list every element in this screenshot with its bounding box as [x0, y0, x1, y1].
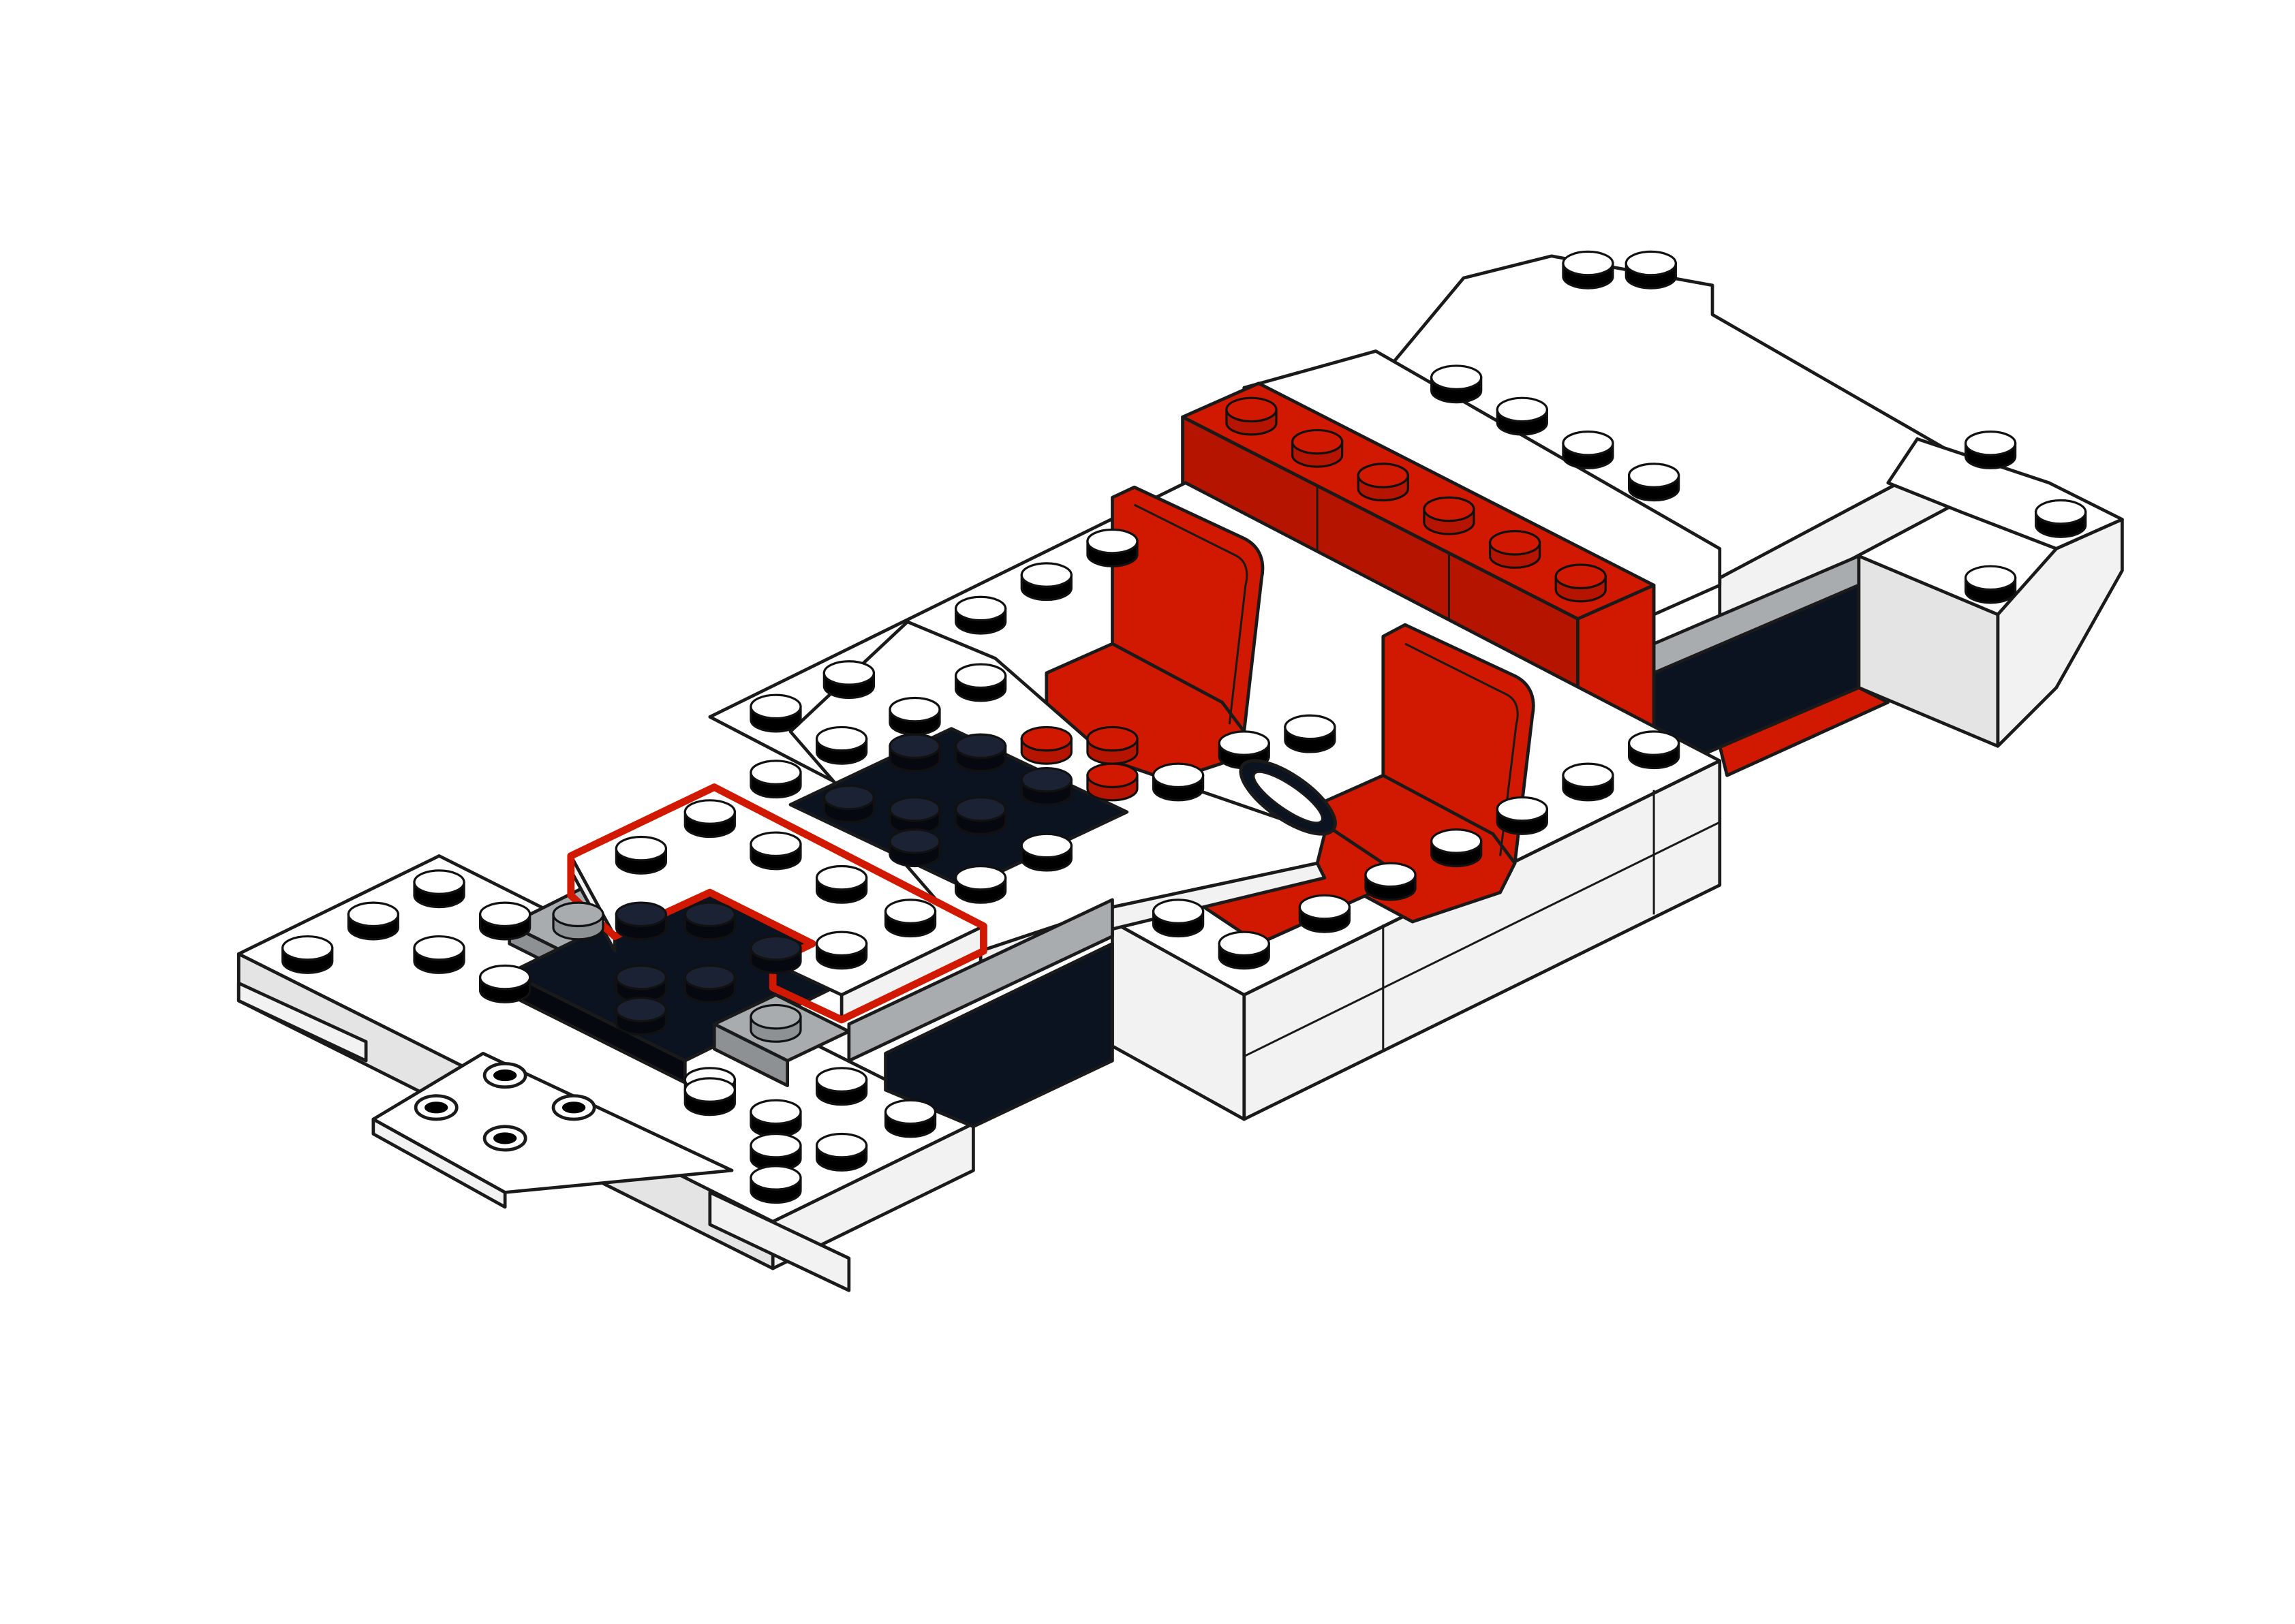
black-stud	[822, 784, 875, 824]
gray-stud	[552, 901, 604, 941]
white-stud	[1562, 762, 1614, 802]
white-stud	[955, 595, 1007, 635]
white-stud	[1364, 862, 1417, 901]
white-stud	[884, 899, 937, 938]
white-stud	[815, 1067, 868, 1106]
black-stud	[889, 796, 941, 835]
red-stud	[1086, 725, 1139, 765]
nose-tubes	[414, 1062, 596, 1152]
white-stud	[615, 835, 668, 875]
red-stud	[1291, 428, 1344, 468]
front-nose	[371, 1052, 734, 1209]
front-gray-technic-strip	[847, 898, 1114, 1063]
nose-side	[371, 1117, 507, 1209]
black-stud	[683, 964, 736, 1003]
white-stud	[1624, 250, 1677, 290]
black-stud	[750, 935, 802, 974]
white-stud	[413, 869, 465, 909]
white-stud	[750, 1165, 802, 1204]
white-stud	[1152, 899, 1205, 938]
white-stud	[1086, 528, 1139, 567]
white-stud	[479, 964, 532, 1003]
white-stud	[955, 864, 1007, 904]
open-stud	[482, 1125, 527, 1152]
black-stud	[615, 964, 668, 1003]
rear-right-block-side	[1996, 518, 2124, 748]
white-stud	[750, 1099, 802, 1138]
black-stud	[889, 733, 941, 772]
white-stud	[1562, 250, 1614, 290]
white-stud	[889, 696, 941, 736]
red-stud	[1020, 725, 1073, 765]
open-stud	[414, 1094, 459, 1121]
red-stud	[1488, 530, 1541, 569]
white-stud	[479, 901, 532, 941]
red-stud	[1554, 563, 1607, 603]
front-black-technic	[884, 941, 1114, 1129]
studs-layer	[281, 250, 2087, 1204]
white-stud	[1284, 714, 1336, 753]
black-stud	[615, 901, 668, 941]
white-stud	[750, 1132, 802, 1172]
white-stud	[1020, 832, 1073, 872]
white-stud	[2035, 499, 2087, 538]
gray-plate-right-side	[712, 1022, 790, 1087]
front-lower-left	[236, 981, 368, 1063]
black-stud	[889, 828, 941, 868]
white-stud	[955, 663, 1007, 702]
open-stud	[551, 1094, 596, 1121]
red-stud	[1357, 463, 1409, 502]
white-stud	[750, 760, 802, 799]
white-stud	[884, 1099, 937, 1138]
black-stud	[955, 796, 1007, 835]
white-stud	[822, 660, 875, 700]
white-stud	[1020, 562, 1073, 602]
white-stud	[1964, 565, 2017, 604]
white-stud	[1298, 894, 1351, 933]
white-stud	[815, 931, 868, 970]
front-lower-brick	[708, 1191, 851, 1292]
white-stud	[1627, 730, 1680, 770]
red-stud	[1086, 762, 1139, 802]
white-stud	[683, 799, 736, 839]
white-stud	[281, 935, 334, 974]
white-stud	[1964, 430, 2017, 469]
white-stud	[815, 725, 868, 765]
black-stud	[955, 733, 1007, 772]
black-stud	[615, 997, 668, 1036]
white-stud	[1627, 463, 1680, 502]
white-stud	[1496, 396, 1548, 436]
white-stud	[1562, 430, 1614, 469]
white-stud	[815, 1132, 868, 1172]
black-stud	[1020, 766, 1073, 806]
white-stud	[683, 1077, 736, 1116]
new-parts-outline	[567, 783, 987, 1024]
steering-wheel	[1239, 759, 1337, 836]
red-stud	[1423, 496, 1475, 535]
white-stud	[1496, 796, 1548, 835]
white-stud	[815, 864, 868, 904]
white-stud	[413, 935, 465, 974]
white-stud	[750, 831, 802, 871]
open-stud	[482, 1062, 527, 1089]
white-stud	[1430, 828, 1483, 868]
white-stud	[1152, 762, 1205, 802]
red-stud	[1225, 396, 1278, 436]
gray-stud	[750, 1003, 802, 1043]
white-stud	[750, 693, 802, 733]
white-stud	[1218, 931, 1270, 970]
white-stud	[347, 901, 399, 941]
white-stud	[1430, 364, 1483, 404]
black-stud	[683, 901, 736, 941]
